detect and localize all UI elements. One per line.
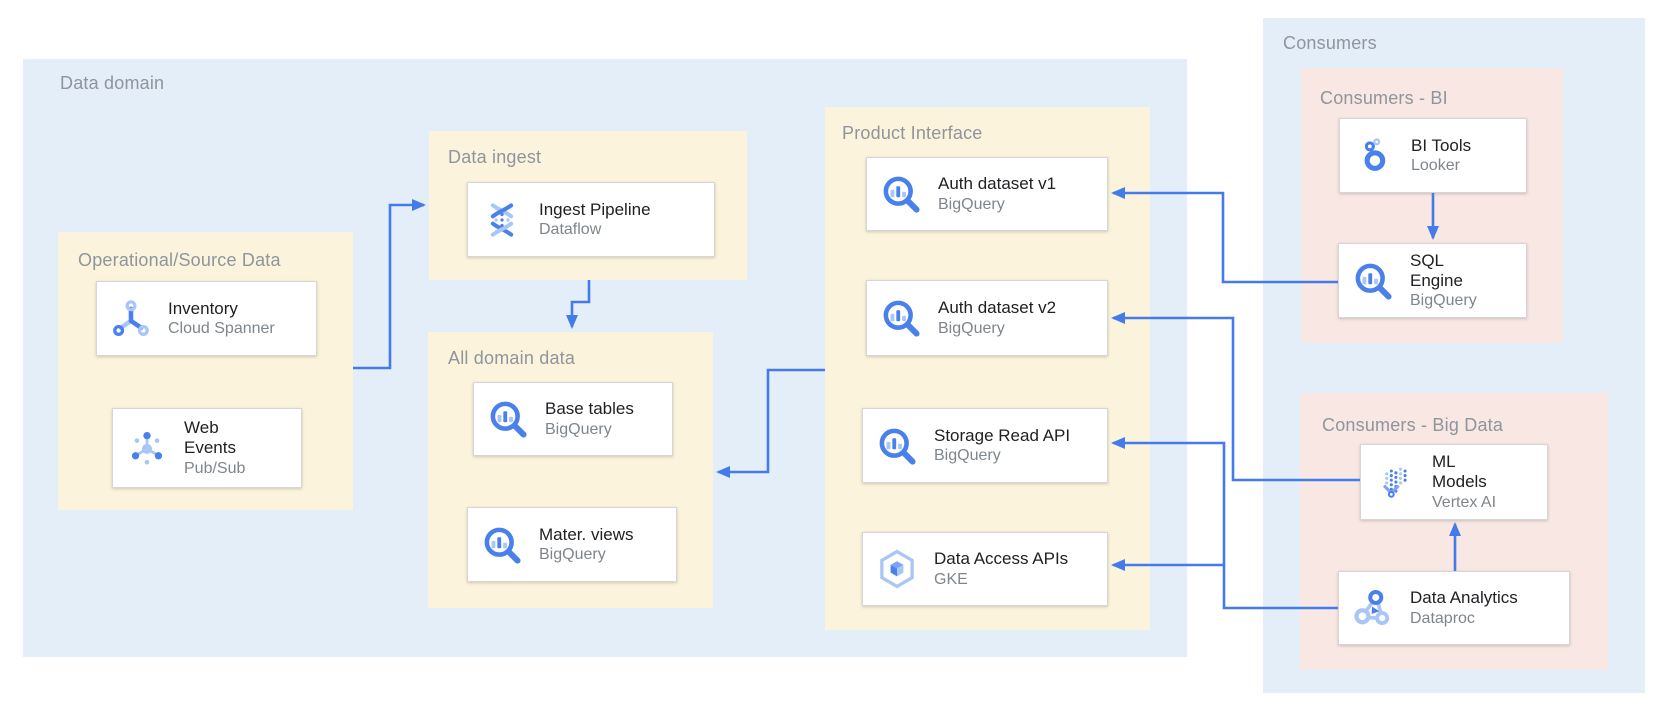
node-title: SQL Engine bbox=[1410, 250, 1463, 290]
container-data-domain-label: Data domain bbox=[60, 73, 165, 93]
node-data-analytics: Data Analytics Dataproc bbox=[1338, 571, 1570, 645]
node-web-events: Web Events Pub/Sub bbox=[112, 408, 302, 488]
node-subtitle: Dataproc bbox=[1410, 609, 1475, 627]
gke-icon bbox=[875, 547, 919, 591]
node-subtitle: BigQuery bbox=[1410, 292, 1477, 310]
bigquery-icon bbox=[875, 424, 919, 468]
node-title: Data Analytics bbox=[1410, 588, 1518, 608]
node-subtitle: BigQuery bbox=[934, 447, 1001, 465]
node-subtitle: BigQuery bbox=[539, 546, 606, 564]
node-title: Base tables bbox=[545, 399, 634, 419]
node-data-access-apis: Data Access APIs GKE bbox=[862, 532, 1108, 606]
node-title: BI Tools bbox=[1411, 135, 1472, 155]
group-product-interface-label: Product Interface bbox=[842, 123, 983, 143]
node-sql-engine: SQL Engine BigQuery bbox=[1338, 243, 1527, 318]
group-consumers-bi-label: Consumers - BI bbox=[1320, 88, 1448, 108]
pubsub-icon bbox=[125, 426, 169, 470]
bigquery-icon bbox=[486, 397, 530, 441]
node-title: Mater. views bbox=[539, 524, 634, 544]
node-subtitle: GKE bbox=[934, 570, 968, 588]
bigquery-icon bbox=[1351, 259, 1395, 303]
node-subtitle: BigQuery bbox=[938, 319, 1005, 337]
node-mater-views: Mater. views BigQuery bbox=[467, 507, 677, 582]
node-subtitle: Cloud Spanner bbox=[168, 320, 275, 338]
node-subtitle: Vertex AI bbox=[1432, 493, 1497, 511]
node-title: Auth dataset v2 bbox=[938, 298, 1057, 318]
node-title: Inventory bbox=[168, 298, 238, 318]
group-operational-label: Operational/Source Data bbox=[78, 250, 281, 270]
bigquery-icon bbox=[879, 296, 923, 340]
node-subtitle: BigQuery bbox=[938, 195, 1005, 213]
dataproc-icon bbox=[1351, 586, 1395, 630]
node-ml-models: ML Models Vertex AI bbox=[1360, 444, 1548, 520]
node-title: Auth dataset v1 bbox=[938, 174, 1057, 194]
node-base-tables: Base tables BigQuery bbox=[473, 382, 673, 456]
node-title: Data Access APIs bbox=[934, 549, 1069, 569]
vertex-ai-icon bbox=[1373, 460, 1417, 504]
node-title: Web Events bbox=[184, 418, 236, 458]
node-subtitle: Looker bbox=[1411, 157, 1460, 175]
node-title: Storage Read API bbox=[934, 425, 1071, 445]
node-subtitle: Dataflow bbox=[539, 221, 602, 239]
group-data-ingest-label: Data ingest bbox=[448, 147, 542, 167]
bigquery-icon bbox=[480, 523, 524, 567]
dataflow-icon bbox=[480, 198, 524, 242]
node-title: ML Models bbox=[1432, 452, 1487, 492]
group-all-domain-data-label: All domain data bbox=[448, 348, 576, 368]
looker-icon bbox=[1352, 134, 1396, 178]
node-auth-dataset-v1: Auth dataset v1 BigQuery bbox=[866, 157, 1108, 231]
node-auth-dataset-v2: Auth dataset v2 BigQuery bbox=[866, 280, 1108, 356]
node-storage-read-api: Storage Read API BigQuery bbox=[862, 408, 1108, 483]
node-title: Ingest Pipeline bbox=[539, 199, 651, 219]
container-consumers-label: Consumers bbox=[1283, 33, 1377, 53]
node-subtitle: Pub/Sub bbox=[184, 459, 246, 477]
node-bi-tools: BI Tools Looker bbox=[1339, 118, 1527, 193]
cloud-spanner-icon bbox=[109, 297, 153, 341]
node-inventory: Inventory Cloud Spanner bbox=[96, 281, 317, 356]
node-subtitle: BigQuery bbox=[545, 420, 612, 438]
bigquery-icon bbox=[879, 172, 923, 216]
group-consumers-big-data-label: Consumers - Big Data bbox=[1322, 415, 1504, 435]
node-ingest-pipeline: Ingest Pipeline Dataflow bbox=[467, 182, 715, 257]
